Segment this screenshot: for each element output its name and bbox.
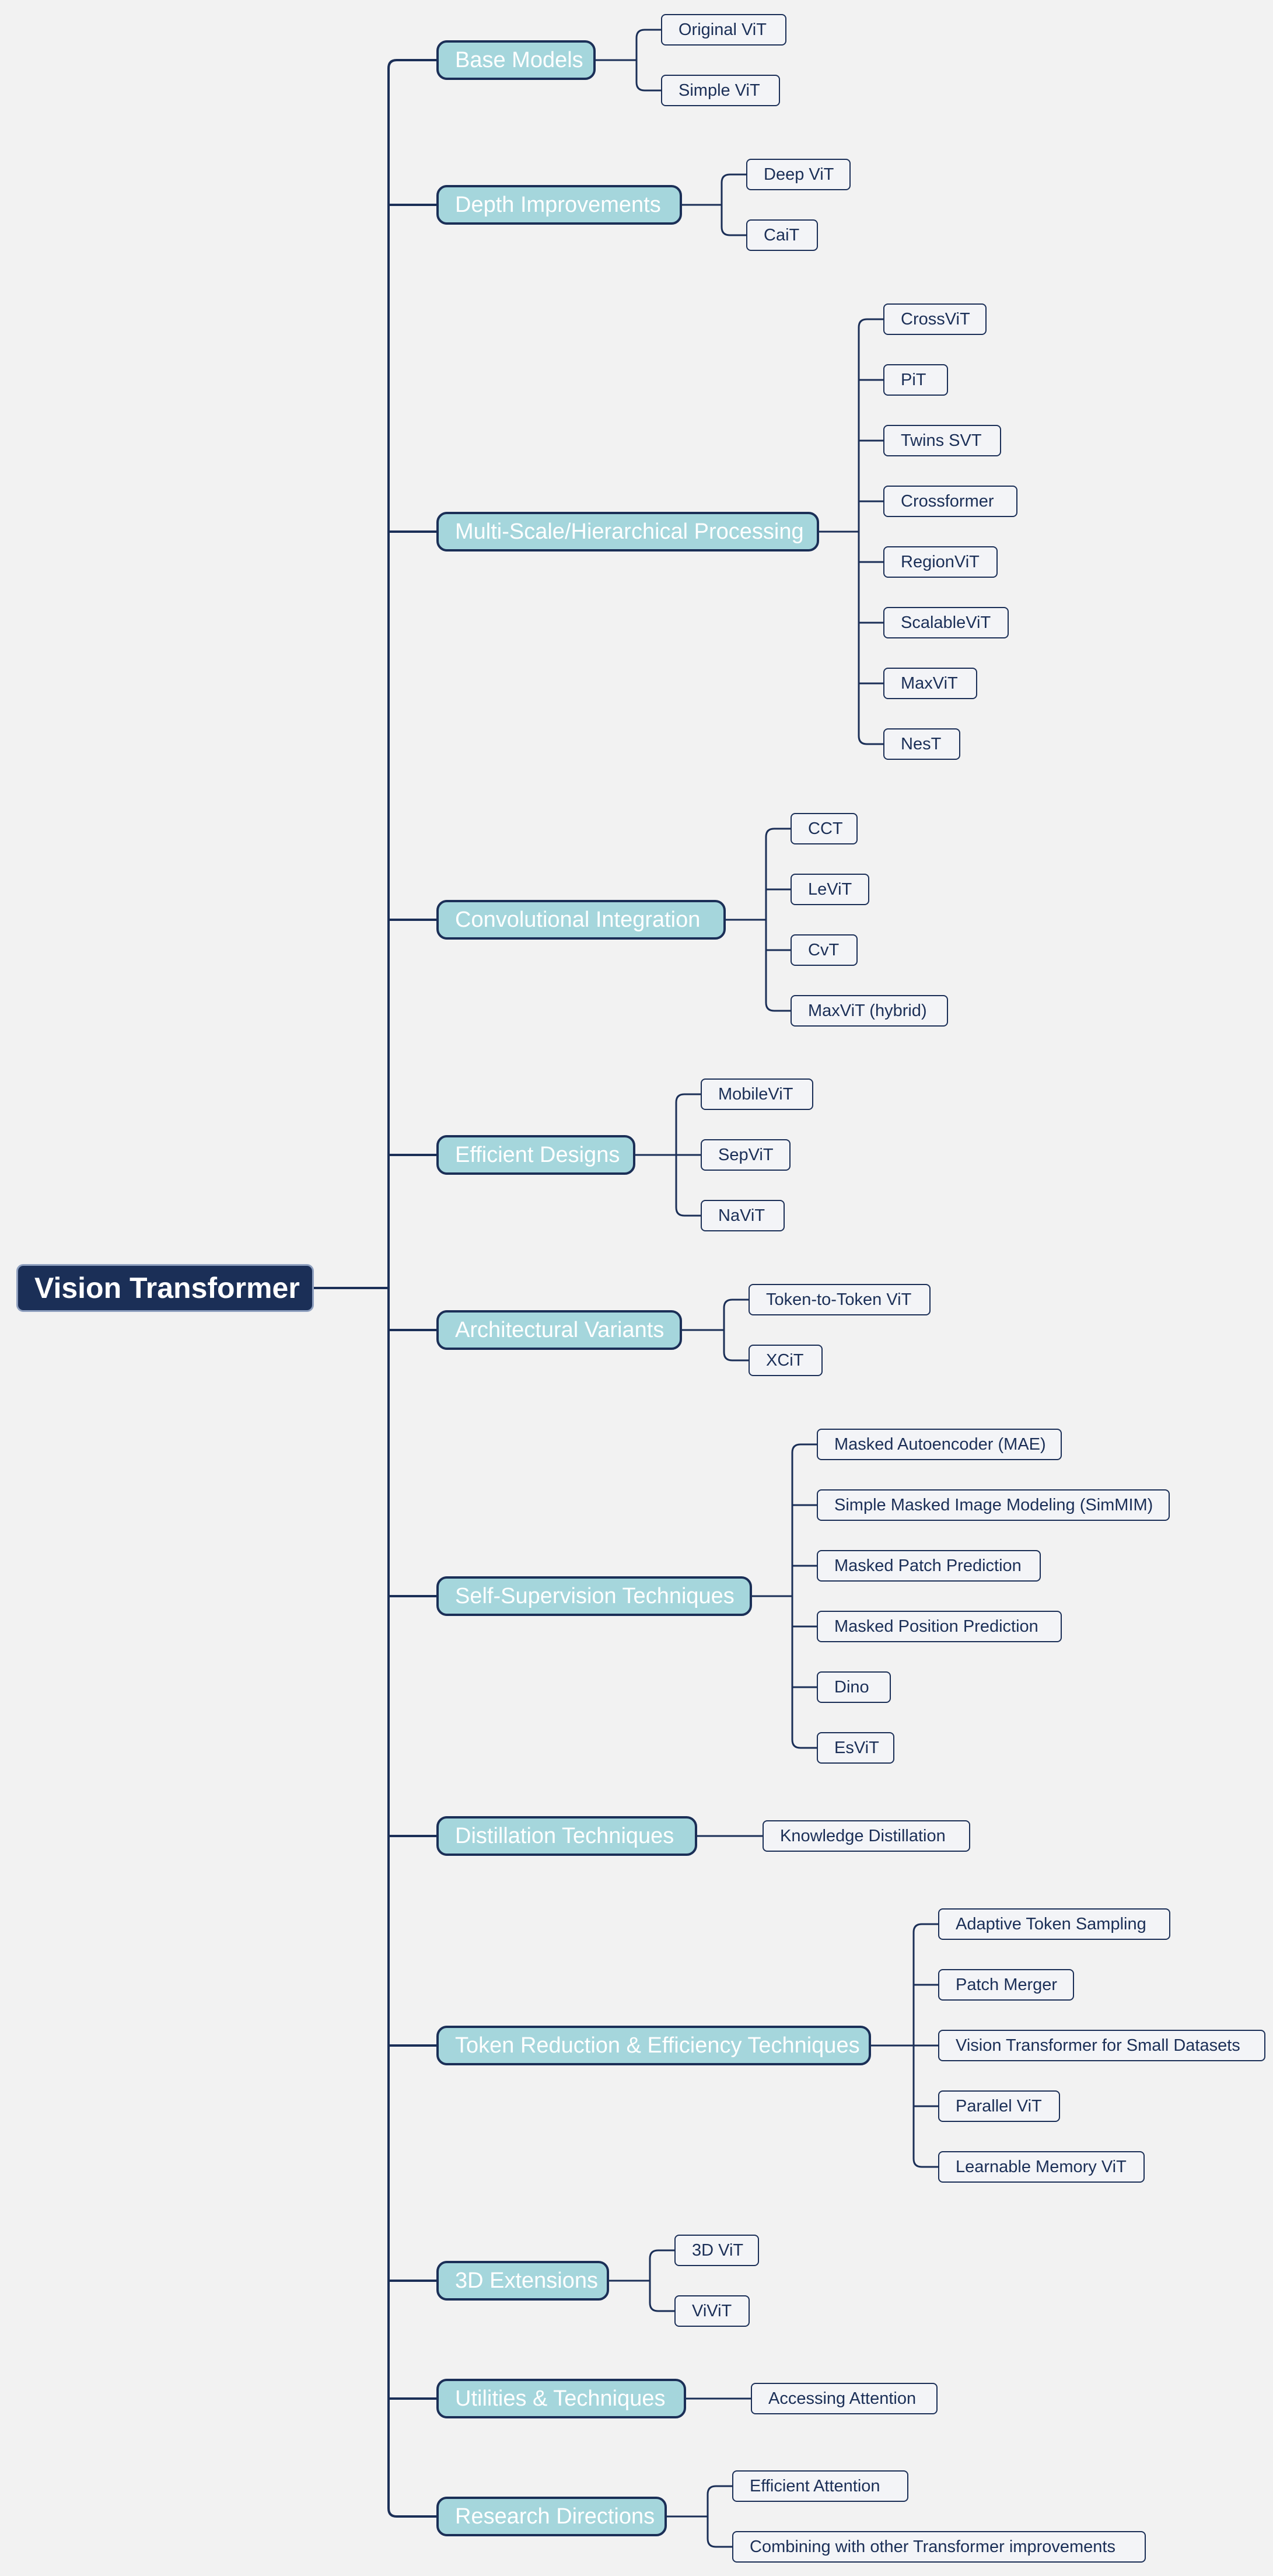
leaf-node[interactable]: Parallel ViT [938,2090,1060,2122]
connector-line [858,318,883,328]
leaf-node[interactable]: MaxViT [883,668,977,699]
leaf-node[interactable]: Vision Transformer for Small Datasets [938,2030,1265,2061]
leaf-node[interactable]: NesT [883,728,960,760]
leaf-node[interactable]: ViViT [674,2295,750,2327]
leaf-node[interactable]: Simple ViT [661,75,780,106]
connector-line [912,1923,938,1933]
connector-line [707,2538,732,2548]
leaf-node[interactable]: CvT [791,934,858,966]
category-node[interactable]: Convolutional Integration [436,900,726,940]
connector-line [791,1739,817,1749]
connector-line [635,82,661,92]
leaf-node[interactable]: Original ViT [661,14,786,46]
leaf-node[interactable]: Patch Merger [938,1969,1074,2001]
leaf-node[interactable]: Adaptive Token Sampling [938,1908,1170,1940]
leaf-node[interactable]: XCiT [749,1345,823,1376]
leaf-node[interactable]: CaiT [746,219,818,251]
leaf-node[interactable]: ScalableViT [883,607,1009,638]
category-node[interactable]: Architectural Variants [436,1310,682,1350]
leaf-node[interactable]: Twins SVT [883,425,1001,456]
connector-line [765,1002,791,1012]
leaf-node[interactable]: Learnable Memory ViT [938,2151,1145,2183]
leaf-node[interactable]: Dino [817,1671,891,1703]
connector-line [721,173,746,183]
category-node[interactable]: Token Reduction & Efficiency Techniques [436,2026,871,2065]
leaf-node[interactable]: NaViT [701,1200,785,1231]
connector-line [765,828,791,837]
category-node[interactable]: Utilities & Techniques [436,2379,686,2418]
category-node[interactable]: Base Models [436,40,596,80]
connector-line [707,2485,732,2495]
leaf-node[interactable]: Masked Position Prediction [817,1611,1062,1642]
leaf-node[interactable]: LeViT [791,874,869,905]
connector-line [387,2508,436,2518]
connector-line [649,2302,674,2312]
leaf-node[interactable]: Knowledge Distillation [763,1820,970,1852]
connector-line [387,59,436,69]
leaf-node[interactable]: CCT [791,813,858,844]
leaf-node[interactable]: Masked Autoencoder (MAE) [817,1429,1062,1460]
connector-line [675,1093,701,1103]
category-node[interactable]: Research Directions [436,2497,667,2536]
leaf-node[interactable]: SepViT [701,1139,791,1171]
category-node[interactable]: Self-Supervision Techniques [436,1576,752,1616]
connector-line [912,2158,938,2168]
category-node[interactable]: Efficient Designs [436,1135,635,1175]
category-node[interactable]: Distillation Techniques [436,1816,697,1856]
leaf-node[interactable]: Token-to-Token ViT [749,1284,931,1315]
leaf-node[interactable]: Efficient Attention [732,2470,908,2502]
leaf-node[interactable]: Combining with other Transformer improve… [732,2531,1146,2563]
root-node[interactable]: Vision Transformer [16,1264,314,1312]
leaf-node[interactable]: Accessing Attention [751,2383,938,2414]
category-node[interactable]: Depth Improvements [436,185,682,225]
leaf-node[interactable]: MobileViT [701,1078,813,1110]
leaf-node[interactable]: CrossViT [883,303,987,335]
connector-line [649,2249,674,2259]
category-node[interactable]: 3D Extensions [436,2261,609,2301]
leaf-node[interactable]: Masked Patch Prediction [817,1550,1041,1582]
connector-line [791,1443,817,1453]
connector-line [723,1352,749,1362]
leaf-node[interactable]: EsViT [817,1732,894,1764]
leaf-node[interactable]: PiT [883,364,948,396]
leaf-node[interactable]: MaxViT (hybrid) [791,995,948,1027]
connector-line [635,29,661,39]
connector-line [858,735,883,745]
leaf-node[interactable]: Deep ViT [746,159,851,190]
connector-line [721,226,746,236]
leaf-node[interactable]: RegionViT [883,546,998,578]
connector-line [723,1299,749,1308]
connector-line [675,1207,701,1217]
leaf-node[interactable]: 3D ViT [674,2235,759,2266]
leaf-node[interactable]: Crossformer [883,486,1017,517]
leaf-node[interactable]: Simple Masked Image Modeling (SimMIM) [817,1489,1170,1521]
category-node[interactable]: Multi-Scale/Hierarchical Processing [436,512,819,551]
